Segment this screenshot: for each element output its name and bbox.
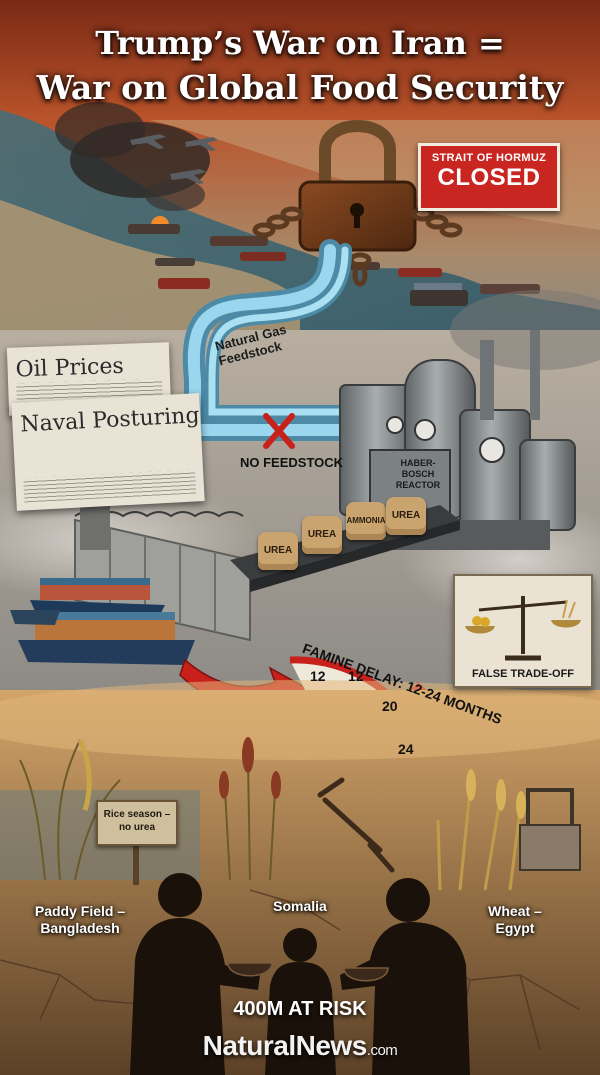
logo-domain: .com	[366, 1042, 398, 1059]
newspaper-text-lines	[23, 469, 197, 503]
region-bangladesh-line2: Bangladesh	[40, 920, 120, 936]
gauge-tick: 24	[398, 741, 414, 757]
rice-season-sign: Rice season – no urea	[96, 800, 178, 846]
strait-closed-sign: STRAIT OF HORMUZ CLOSED	[418, 143, 560, 211]
naturalnews-logo: NaturalNews.com	[0, 1030, 600, 1062]
region-bangladesh-line1: Paddy Field –	[34, 903, 126, 919]
haber-bosch-factory	[339, 330, 576, 550]
title-line-2: War on Global Food Security	[36, 68, 564, 107]
region-label-bangladesh: Paddy Field – Bangladesh	[20, 903, 140, 937]
fighter-jet-icon	[130, 134, 218, 184]
empty-bowl-icons	[227, 962, 389, 982]
region-egypt-line2: Egypt	[495, 920, 535, 936]
plough-icon	[317, 777, 395, 873]
false-tradeoff-panel: FALSE TRADE-OFF	[453, 574, 593, 688]
false-tradeoff-label: FALSE TRADE-OFF	[471, 668, 575, 680]
tanker-ships	[128, 224, 540, 306]
urea-sack: UREA	[302, 516, 342, 554]
rice-sign-line2: no urea	[118, 822, 156, 833]
balance-scale-icon	[465, 596, 581, 661]
reactor-label: HABER-BOSCH REACTOR	[389, 458, 447, 491]
newspaper-headline-naval: Naval Posturing	[19, 403, 201, 438]
sign-post	[133, 845, 139, 885]
newspaper-naval: Naval Posturing	[11, 393, 205, 511]
title-line-1: Trump’s War on Iran =	[95, 24, 505, 62]
reactor-label-line1: HABER-BOSCH	[400, 458, 436, 479]
strait-sign-line2: CLOSED	[437, 164, 541, 191]
region-label-somalia: Somalia	[255, 898, 345, 915]
gas-pipeline	[182, 239, 381, 461]
ammonia-sack: AMMONIA	[346, 502, 386, 540]
no-feedstock-label: NO FEEDSTOCK	[240, 455, 344, 470]
reactor-label-line2: REACTOR	[395, 480, 441, 490]
risk-caption: 400M AT RISK	[233, 998, 367, 1020]
blocked-valve-x-icon	[263, 413, 295, 449]
region-somalia-line1: Somalia	[273, 898, 327, 914]
gauge-tick: 12	[310, 668, 326, 684]
sorghum-plant	[224, 759, 276, 881]
strait-sign-line1: STRAIT OF HORMUZ	[431, 152, 547, 164]
rice-plant	[19, 739, 121, 881]
rice-sign-line1: Rice season –	[103, 809, 171, 820]
wheat-plant	[436, 789, 522, 891]
region-label-egypt: Wheat – Egypt	[470, 903, 560, 937]
container-ship-icon	[10, 578, 195, 665]
urea-sack: UREA	[258, 532, 298, 570]
urea-sack: UREA	[386, 497, 426, 535]
gauge-tick: 12	[348, 668, 364, 684]
logo-name: NaturalNews	[202, 1030, 368, 1061]
gauge-tick: 20	[382, 698, 398, 714]
well-icon	[519, 788, 581, 871]
people-silhouettes	[130, 873, 470, 1075]
region-egypt-line1: Wheat –	[488, 903, 542, 919]
